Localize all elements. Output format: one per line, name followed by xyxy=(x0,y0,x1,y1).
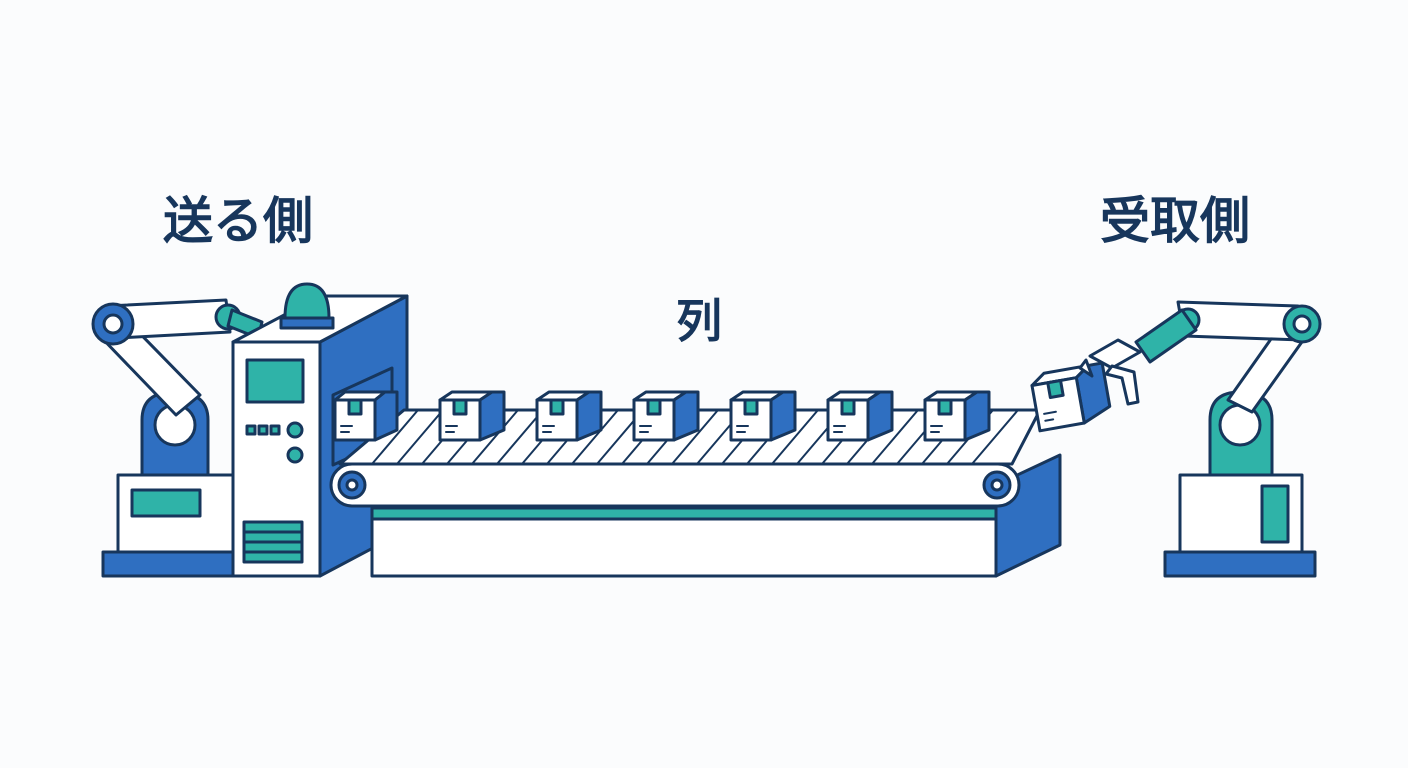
queue-box xyxy=(438,390,506,442)
receiver-label: 受取側 xyxy=(1100,192,1250,250)
queue-box xyxy=(826,390,894,442)
queue-box xyxy=(729,390,797,442)
queue-box xyxy=(923,390,991,442)
queue-box xyxy=(632,390,700,442)
sender-label: 送る側 xyxy=(163,192,313,250)
queue-label: 列 xyxy=(676,294,722,348)
receiver-robot-arm xyxy=(1134,300,1322,578)
queue-box xyxy=(535,390,603,442)
picked-box xyxy=(1030,361,1112,433)
conveyor-belt xyxy=(329,408,1062,578)
gripper xyxy=(1078,338,1142,406)
queue-box xyxy=(333,390,399,442)
